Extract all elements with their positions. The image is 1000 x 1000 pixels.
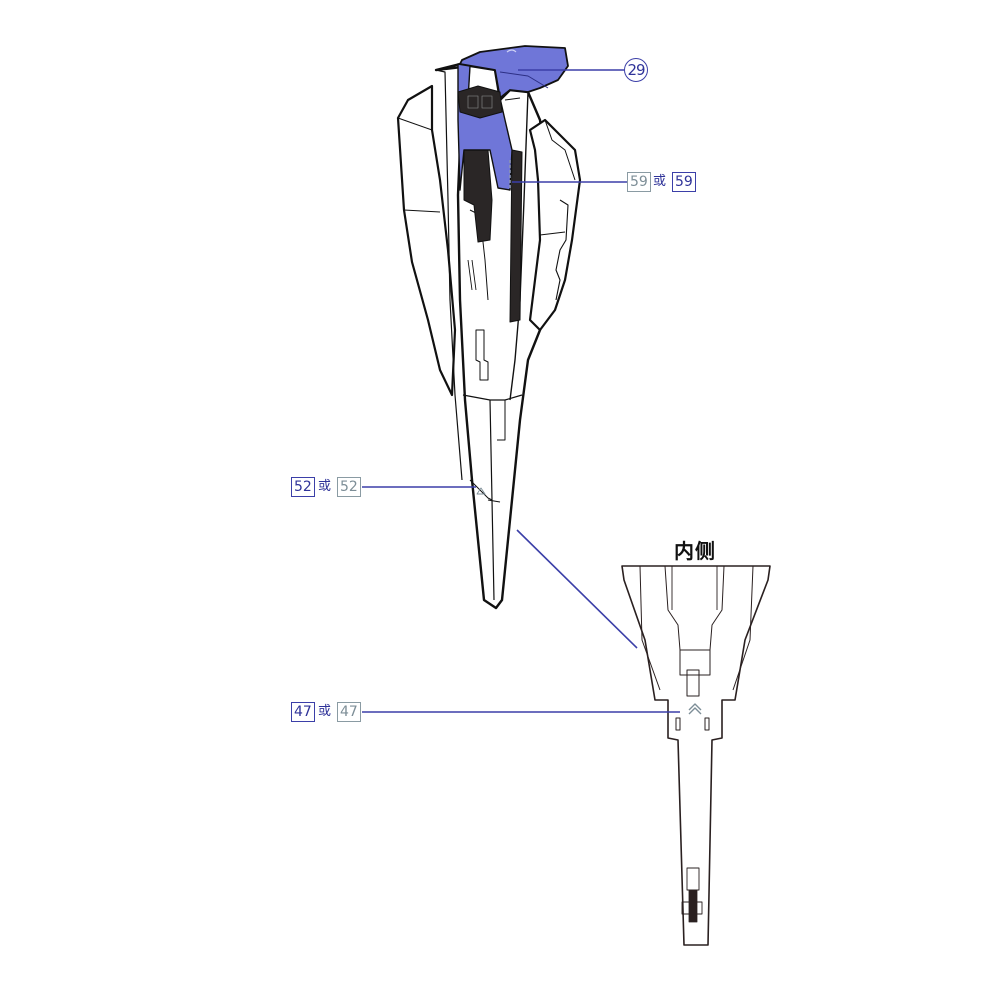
part-number-59-gray: 59 bbox=[627, 172, 651, 192]
or-label: 或 bbox=[318, 479, 332, 494]
inner-view-title: 内侧 bbox=[674, 539, 716, 563]
leader-lines bbox=[362, 69, 680, 713]
or-label: 或 bbox=[653, 174, 667, 189]
right-hinge-panel bbox=[528, 118, 582, 332]
part-number-47-blue: 47 bbox=[291, 702, 315, 722]
part-number-29: 29 bbox=[624, 58, 648, 82]
or-label: 或 bbox=[318, 704, 332, 719]
part-number-52-gray: 52 bbox=[337, 477, 361, 497]
inner-outline bbox=[621, 565, 771, 946]
dark-clip bbox=[457, 85, 503, 119]
inner-view-part bbox=[621, 565, 771, 946]
part-number-59-blue: 59 bbox=[672, 172, 696, 192]
leader-connector bbox=[516, 529, 638, 649]
part-number-47-gray: 47 bbox=[337, 702, 361, 722]
main-wing-part bbox=[396, 45, 582, 610]
dark-channel bbox=[509, 149, 523, 323]
part-number-52-blue: 52 bbox=[291, 477, 315, 497]
